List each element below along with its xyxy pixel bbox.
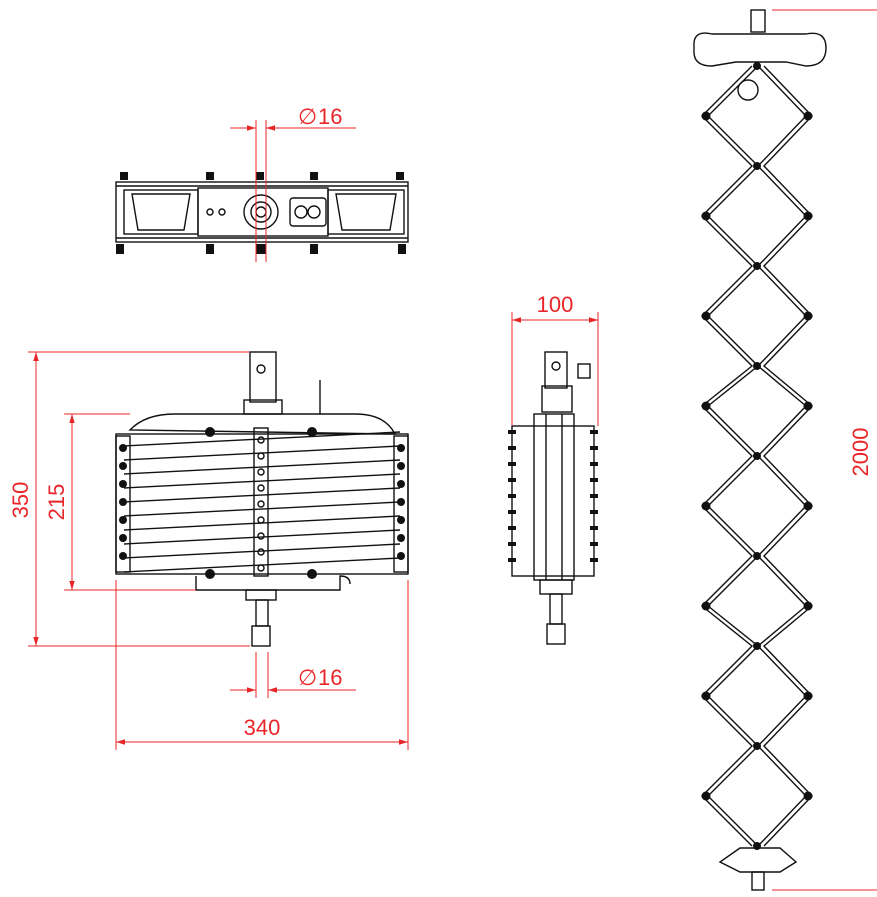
extended-view xyxy=(693,9,827,891)
side-width-label: 100 xyxy=(537,292,574,317)
front-view xyxy=(115,351,409,647)
front-bottom-diameter-symbol: ∅ xyxy=(298,665,317,690)
front-total-height-label: 350 xyxy=(8,482,33,519)
front-bottom-diameter-label: 16 xyxy=(318,665,342,690)
top-view-diameter-symbol: ∅ xyxy=(298,104,317,129)
dimension-lines xyxy=(28,9,877,891)
side-view xyxy=(508,351,598,645)
front-body-height-label: 215 xyxy=(44,484,69,521)
top-view-diameter-label: 16 xyxy=(318,104,342,129)
top-view xyxy=(115,172,409,254)
extended-height-label: 2000 xyxy=(848,428,873,477)
dimension-labels: ∅ 16 340 350 215 ∅ 16 100 2000 xyxy=(8,104,873,740)
front-width-label: 340 xyxy=(244,715,281,740)
